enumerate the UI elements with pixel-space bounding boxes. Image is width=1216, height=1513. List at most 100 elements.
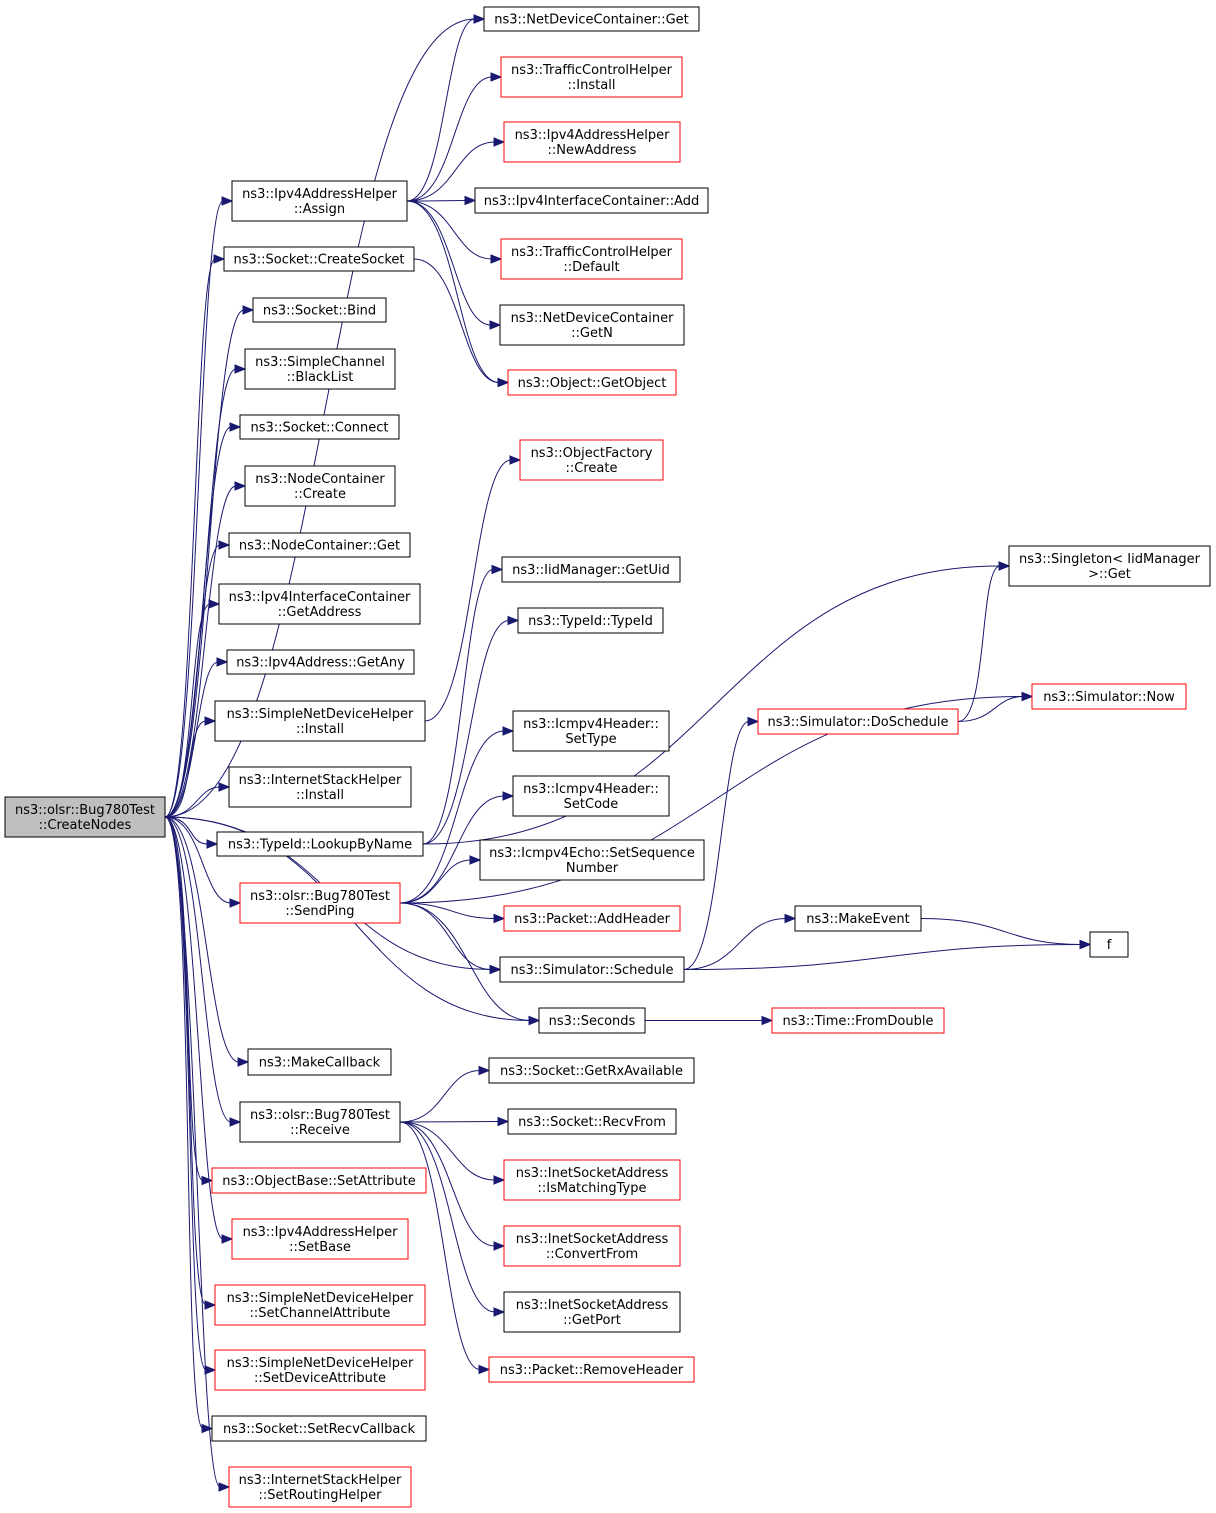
node-box-getPort[interactable] — [503, 1291, 681, 1333]
node-box-sockConnect[interactable] — [239, 414, 400, 440]
node-tchDefault[interactable]: ns3::TrafficControlHelper::Default — [500, 238, 683, 280]
node-box-createSock[interactable] — [223, 246, 415, 272]
node-box-isMatching[interactable] — [503, 1159, 681, 1201]
node-box-ndcGetN[interactable] — [499, 304, 685, 346]
node-box-ncGet[interactable] — [228, 532, 411, 558]
node-box-sendPing[interactable] — [239, 882, 401, 924]
node-box-getUid[interactable] — [501, 556, 681, 583]
node-simNow[interactable]: ns3::Simulator::Now — [1031, 683, 1187, 710]
node-ndcGet[interactable]: ns3::NetDeviceContainer::Get — [483, 6, 700, 32]
node-box-root[interactable] — [4, 796, 166, 838]
node-box-tchDefault[interactable] — [500, 238, 683, 280]
node-makeEvent[interactable]: ns3::MakeEvent — [794, 905, 922, 932]
node-box-ishInstall[interactable] — [228, 766, 412, 808]
node-box-fromDouble[interactable] — [771, 1007, 945, 1034]
node-box-receive[interactable] — [239, 1101, 401, 1143]
node-box-setBase[interactable] — [231, 1218, 409, 1260]
node-box-removeHdr[interactable] — [488, 1356, 695, 1383]
node-seconds[interactable]: ns3::Seconds — [538, 1007, 646, 1034]
node-box-ofCreate[interactable] — [519, 439, 664, 481]
node-fromDouble[interactable]: ns3::Time::FromDouble — [771, 1007, 945, 1034]
node-box-addHeader[interactable] — [503, 905, 681, 932]
node-box-setCode[interactable] — [512, 775, 670, 817]
node-blackList[interactable]: ns3::SimpleChannel::BlackList — [244, 348, 396, 390]
node-box-doSched[interactable] — [757, 708, 959, 735]
node-box-singleton[interactable] — [1008, 545, 1211, 587]
node-box-recvFrom[interactable] — [507, 1108, 677, 1135]
node-root[interactable]: ns3::olsr::Bug780Test::CreateNodes — [4, 796, 166, 838]
node-box-icGetAddr[interactable] — [218, 583, 421, 625]
node-doSched[interactable]: ns3::Simulator::DoSchedule — [757, 708, 959, 735]
node-box-f[interactable] — [1089, 931, 1129, 958]
node-singleton[interactable]: ns3::Singleton< IidManager>::Get — [1008, 545, 1211, 587]
node-recvFrom[interactable]: ns3::Socket::RecvFrom — [507, 1108, 677, 1135]
node-box-getAny[interactable] — [226, 649, 415, 675]
node-box-typeId[interactable] — [517, 607, 664, 634]
node-box-getRxAvail[interactable] — [488, 1057, 695, 1084]
node-receive[interactable]: ns3::olsr::Bug780Test::Receive — [239, 1101, 401, 1143]
node-makeCb[interactable]: ns3::MakeCallback — [247, 1048, 392, 1076]
node-sockBind[interactable]: ns3::Socket::Bind — [252, 297, 387, 323]
node-setDevAttr[interactable]: ns3::SimpleNetDeviceHelper::SetDeviceAtt… — [214, 1349, 426, 1391]
node-box-sndhInstall[interactable] — [214, 700, 426, 742]
node-box-blackList[interactable] — [244, 348, 396, 390]
node-box-lookup[interactable] — [216, 831, 424, 857]
node-convertFrom[interactable]: ns3::InetSocketAddress::ConvertFrom — [503, 1225, 681, 1267]
node-ncCreate[interactable]: ns3::NodeContainer::Create — [244, 465, 396, 507]
node-getRxAvail[interactable]: ns3::Socket::GetRxAvailable — [488, 1057, 695, 1084]
node-assign[interactable]: ns3::Ipv4AddressHelper::Assign — [231, 180, 408, 222]
node-sockConnect[interactable]: ns3::Socket::Connect — [239, 414, 400, 440]
node-setAttr[interactable]: ns3::ObjectBase::SetAttribute — [211, 1167, 427, 1194]
node-isMatching[interactable]: ns3::InetSocketAddress::IsMatchingType — [503, 1159, 681, 1201]
node-box-tchInstall[interactable] — [500, 56, 683, 98]
node-box-seconds[interactable] — [538, 1007, 646, 1034]
node-f[interactable]: f — [1089, 931, 1129, 958]
node-box-sockBind[interactable] — [252, 297, 387, 323]
node-icGetAddr[interactable]: ns3::Ipv4InterfaceContainer::GetAddress — [218, 583, 421, 625]
node-box-setRouting[interactable] — [228, 1466, 412, 1508]
node-box-ipv4icAdd[interactable] — [474, 187, 709, 214]
node-box-ndcGet[interactable] — [483, 6, 700, 32]
node-setBase[interactable]: ns3::Ipv4AddressHelper::SetBase — [231, 1218, 409, 1260]
node-typeId[interactable]: ns3::TypeId::TypeId — [517, 607, 664, 634]
node-ipv4ahNew[interactable]: ns3::Ipv4AddressHelper::NewAddress — [503, 121, 681, 163]
node-getUid[interactable]: ns3::IidManager::GetUid — [501, 556, 681, 583]
node-box-setDevAttr[interactable] — [214, 1349, 426, 1391]
node-setCode[interactable]: ns3::Icmpv4Header::SetCode — [512, 775, 670, 817]
node-getAny[interactable]: ns3::Ipv4Address::GetAny — [226, 649, 415, 675]
node-removeHdr[interactable]: ns3::Packet::RemoveHeader — [488, 1356, 695, 1383]
node-schedule[interactable]: ns3::Simulator::Schedule — [499, 956, 685, 983]
node-setRouting[interactable]: ns3::InternetStackHelper::SetRoutingHelp… — [228, 1466, 412, 1508]
node-box-ncCreate[interactable] — [244, 465, 396, 507]
node-box-schedule[interactable] — [499, 956, 685, 983]
node-ofCreate[interactable]: ns3::ObjectFactory::Create — [519, 439, 664, 481]
node-sndhInstall[interactable]: ns3::SimpleNetDeviceHelper::Install — [214, 700, 426, 742]
node-box-makeEvent[interactable] — [794, 905, 922, 932]
node-box-convertFrom[interactable] — [503, 1225, 681, 1267]
node-objGetObj[interactable]: ns3::Object::GetObject — [507, 369, 677, 396]
node-box-setChanAttr[interactable] — [214, 1284, 426, 1326]
node-ipv4icAdd[interactable]: ns3::Ipv4InterfaceContainer::Add — [474, 187, 709, 214]
node-sendPing[interactable]: ns3::olsr::Bug780Test::SendPing — [239, 882, 401, 924]
node-ishInstall[interactable]: ns3::InternetStackHelper::Install — [228, 766, 412, 808]
node-tchInstall[interactable]: ns3::TrafficControlHelper::Install — [500, 56, 683, 98]
node-ndcGetN[interactable]: ns3::NetDeviceContainer::GetN — [499, 304, 685, 346]
node-box-setType[interactable] — [512, 710, 670, 752]
node-box-objGetObj[interactable] — [507, 369, 677, 396]
node-addHeader[interactable]: ns3::Packet::AddHeader — [503, 905, 681, 932]
node-box-setAttr[interactable] — [211, 1167, 427, 1194]
node-ncGet[interactable]: ns3::NodeContainer::Get — [228, 532, 411, 558]
node-box-setRecvCb[interactable] — [211, 1415, 427, 1442]
node-setRecvCb[interactable]: ns3::Socket::SetRecvCallback — [211, 1415, 427, 1442]
node-box-simNow[interactable] — [1031, 683, 1187, 710]
node-createSock[interactable]: ns3::Socket::CreateSocket — [223, 246, 415, 272]
node-getPort[interactable]: ns3::InetSocketAddress::GetPort — [503, 1291, 681, 1333]
node-box-assign[interactable] — [231, 180, 408, 222]
node-setChanAttr[interactable]: ns3::SimpleNetDeviceHelper::SetChannelAt… — [214, 1284, 426, 1326]
node-box-setSeq[interactable] — [479, 839, 705, 881]
node-lookup[interactable]: ns3::TypeId::LookupByName — [216, 831, 424, 857]
node-setType[interactable]: ns3::Icmpv4Header::SetType — [512, 710, 670, 752]
node-box-makeCb[interactable] — [247, 1048, 392, 1076]
node-box-ipv4ahNew[interactable] — [503, 121, 681, 163]
